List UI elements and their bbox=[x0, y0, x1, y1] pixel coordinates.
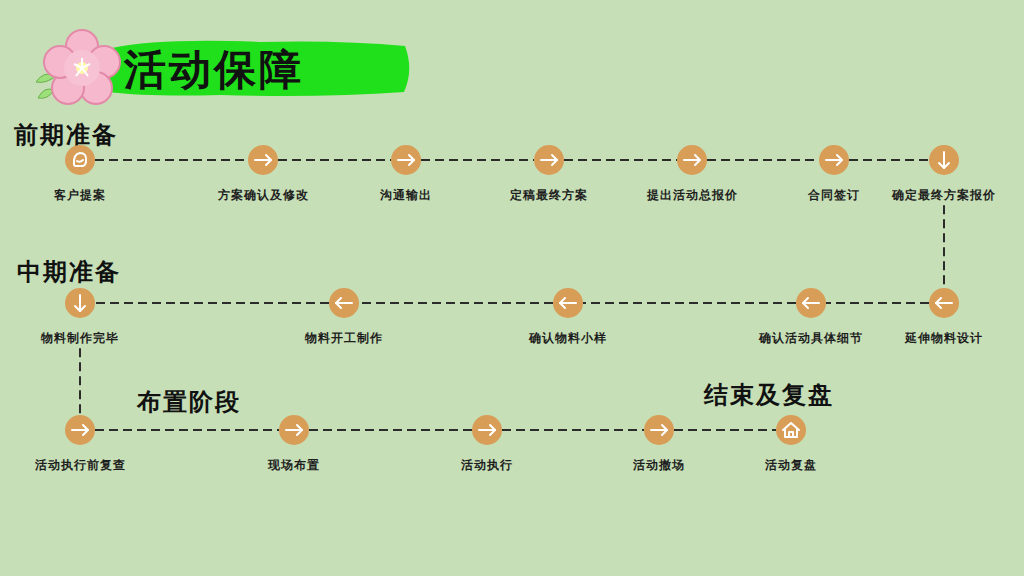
step-icon bbox=[796, 288, 826, 318]
step-icon bbox=[534, 145, 564, 175]
step-icon bbox=[329, 288, 359, 318]
dashed-connector bbox=[826, 302, 929, 304]
flower-icon bbox=[36, 30, 120, 104]
step-circle bbox=[553, 288, 583, 318]
process-step: 确定最终方案报价 bbox=[869, 145, 1019, 203]
step-icon bbox=[644, 415, 674, 445]
dashed-connector bbox=[421, 159, 534, 161]
step-icon bbox=[819, 145, 849, 175]
step-circle bbox=[391, 145, 421, 175]
step-circle bbox=[929, 145, 959, 175]
step-label: 活动撤场 bbox=[614, 457, 704, 473]
process-step: 物料开工制作 bbox=[284, 288, 404, 346]
step-icon bbox=[248, 145, 278, 175]
process-step: 延伸物料设计 bbox=[884, 288, 1004, 346]
step-label: 确定最终方案报价 bbox=[869, 187, 1019, 203]
step-circle bbox=[329, 288, 359, 318]
process-step: 现场布置 bbox=[249, 415, 339, 473]
section-label: 中期准备 bbox=[17, 256, 121, 288]
step-icon bbox=[65, 288, 95, 318]
step-label: 定稿最终方案 bbox=[494, 187, 604, 203]
section-label: 布置阶段 bbox=[137, 386, 241, 418]
step-label: 现场布置 bbox=[249, 457, 339, 473]
step-label: 方案确认及修改 bbox=[213, 187, 313, 203]
dashed-connector bbox=[849, 159, 929, 161]
step-circle bbox=[776, 415, 806, 445]
dashed-connector bbox=[95, 429, 279, 431]
step-label: 活动执行 bbox=[442, 457, 532, 473]
step-circle bbox=[796, 288, 826, 318]
dashed-connector bbox=[564, 159, 677, 161]
dashed-connector bbox=[674, 429, 776, 431]
process-step: 方案确认及修改 bbox=[213, 145, 313, 203]
step-icon bbox=[391, 145, 421, 175]
process-step: 物料制作完毕 bbox=[20, 288, 140, 346]
dashed-connector bbox=[707, 159, 819, 161]
dashed-connector bbox=[359, 302, 553, 304]
section-label: 结束及复盘 bbox=[704, 379, 834, 411]
step-label: 提出活动总报价 bbox=[640, 187, 745, 203]
process-step: 活动执行前复查 bbox=[30, 415, 130, 473]
step-label: 确认活动具体细节 bbox=[754, 330, 869, 346]
step-circle bbox=[65, 288, 95, 318]
step-icon bbox=[553, 288, 583, 318]
step-icon bbox=[677, 145, 707, 175]
process-step: 客户提案 bbox=[35, 145, 125, 203]
dashed-connector bbox=[943, 205, 945, 288]
step-icon bbox=[929, 288, 959, 318]
step-icon bbox=[65, 145, 95, 175]
process-step: 定稿最终方案 bbox=[494, 145, 604, 203]
step-circle bbox=[929, 288, 959, 318]
step-circle bbox=[65, 145, 95, 175]
step-label: 活动执行前复查 bbox=[30, 457, 130, 473]
step-icon bbox=[929, 145, 959, 175]
process-step: 确认物料小样 bbox=[508, 288, 628, 346]
step-label: 确认物料小样 bbox=[508, 330, 628, 346]
dashed-connector bbox=[583, 302, 796, 304]
process-step: 提出活动总报价 bbox=[640, 145, 745, 203]
dashed-connector bbox=[95, 302, 329, 304]
step-circle bbox=[677, 145, 707, 175]
step-circle bbox=[819, 145, 849, 175]
step-label: 物料制作完毕 bbox=[20, 330, 140, 346]
process-step: 确认活动具体细节 bbox=[754, 288, 869, 346]
step-label: 活动复盘 bbox=[746, 457, 836, 473]
step-circle bbox=[65, 415, 95, 445]
process-step: 活动执行 bbox=[442, 415, 532, 473]
step-circle bbox=[534, 145, 564, 175]
process-step: 沟通输出 bbox=[361, 145, 451, 203]
dashed-connector bbox=[95, 159, 248, 161]
step-label: 合同签订 bbox=[789, 187, 879, 203]
step-icon bbox=[65, 415, 95, 445]
process-step: 活动复盘 bbox=[746, 415, 836, 473]
dashed-connector bbox=[309, 429, 472, 431]
dashed-connector bbox=[79, 348, 81, 415]
step-circle bbox=[248, 145, 278, 175]
step-circle bbox=[279, 415, 309, 445]
step-label: 客户提案 bbox=[35, 187, 125, 203]
step-label: 物料开工制作 bbox=[284, 330, 404, 346]
step-circle bbox=[472, 415, 502, 445]
step-label: 沟通输出 bbox=[361, 187, 451, 203]
step-icon bbox=[279, 415, 309, 445]
section-label: 前期准备 bbox=[14, 119, 118, 151]
step-circle bbox=[644, 415, 674, 445]
step-icon bbox=[776, 415, 806, 445]
page-title: 活动保障 bbox=[124, 42, 304, 98]
process-step: 合同签订 bbox=[789, 145, 879, 203]
step-label: 延伸物料设计 bbox=[884, 330, 1004, 346]
dashed-connector bbox=[502, 429, 644, 431]
process-step: 活动撤场 bbox=[614, 415, 704, 473]
dashed-connector bbox=[278, 159, 391, 161]
step-icon bbox=[472, 415, 502, 445]
